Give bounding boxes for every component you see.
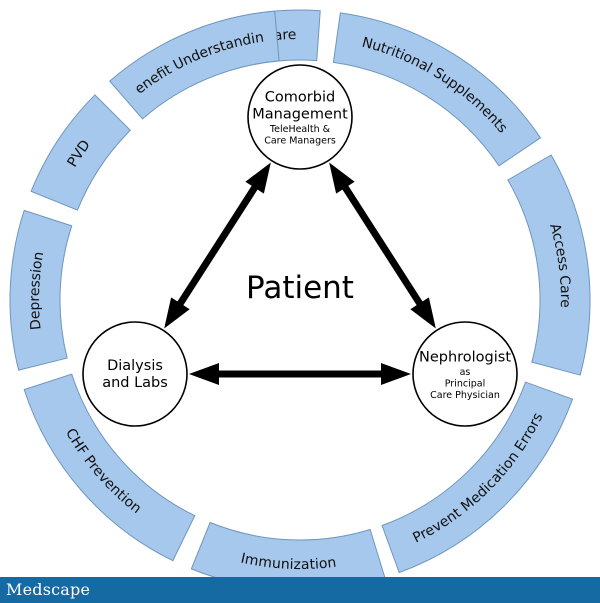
- node-nephrologist-subtitle-0: as: [460, 367, 471, 378]
- node-comorbid-subtitle-0: TeleHealth &: [269, 124, 331, 135]
- medscape-logo: Medscape: [6, 580, 91, 599]
- ring-segment-nutritional-supplements: [332, 12, 542, 167]
- node-dialysis-title-0: Dialysis: [107, 358, 163, 374]
- node-nephrologist-circle: [412, 321, 518, 427]
- connection-arrows: [164, 162, 436, 385]
- footer-bar: Medscape: [0, 577, 600, 603]
- care-model-diagram: Diabetes CareNutritional SupplementsAcce…: [0, 0, 591, 577]
- arrow-comorbid-dialysis: [164, 162, 271, 329]
- node-comorbid-subtitle-1: Care Managers: [264, 136, 336, 147]
- node-dialysis-title-1: and Labs: [102, 375, 168, 391]
- ring-segment-prevent-medication-errors: [381, 381, 574, 574]
- center-label-patient: Patient: [246, 270, 354, 306]
- arrow-dialysis-nephrologist: [189, 363, 411, 385]
- node-nephrologist-title-0: Nephrologist: [419, 349, 511, 365]
- node-comorbid-title-1: Management: [252, 107, 348, 123]
- arrow-comorbid-nephrologist: [329, 162, 436, 329]
- node-dialysis-circle: [82, 321, 188, 427]
- node-comorbid-title-0: Comorbid: [265, 90, 335, 106]
- ring-segment-depression: [9, 209, 73, 371]
- node-comorbid-circle: [247, 64, 353, 170]
- node-nephrologist-subtitle-2: Care Physician: [430, 390, 500, 401]
- ring-segment-chf-prevention: [23, 373, 196, 562]
- ring-segment-benefit-understanding: [109, 10, 280, 120]
- ring-label-depression: Depression: [27, 251, 47, 331]
- ring-segment-pvd: [30, 94, 131, 211]
- ring-segment-immunization: [190, 521, 386, 577]
- ring-segment-access-care: [507, 154, 591, 376]
- node-nephrologist-subtitle-1: Principal: [445, 378, 485, 389]
